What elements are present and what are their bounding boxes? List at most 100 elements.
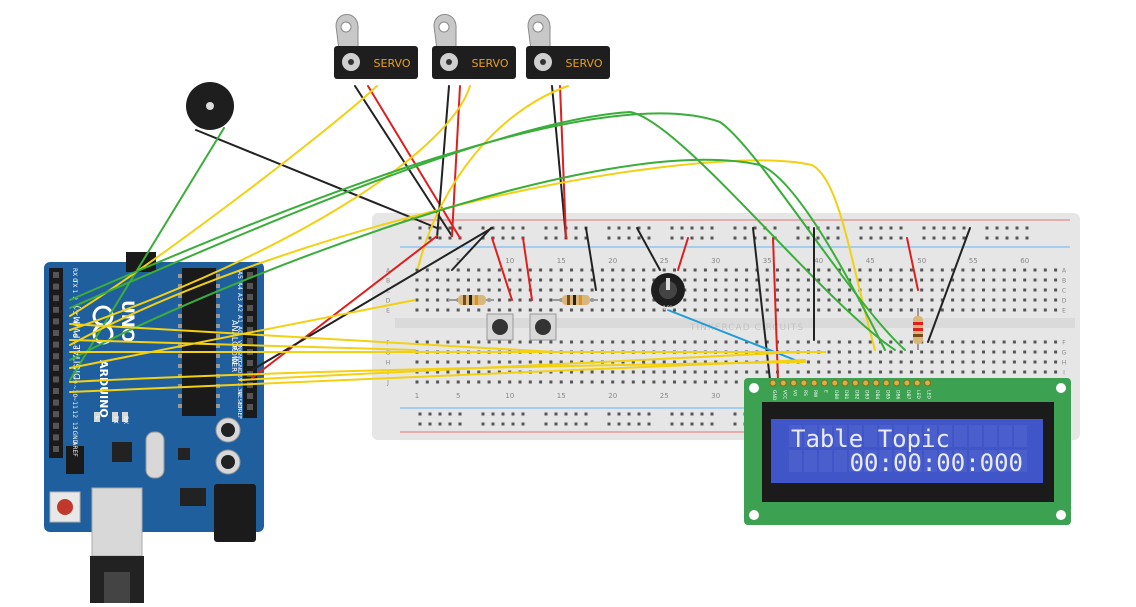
breadboard-hole[interactable] bbox=[425, 268, 429, 272]
breadboard-hole[interactable] bbox=[415, 380, 419, 384]
lcd-pin[interactable] bbox=[851, 379, 859, 387]
rail-hole[interactable] bbox=[962, 236, 966, 240]
breadboard-hole[interactable] bbox=[776, 298, 779, 302]
rail-hole[interactable] bbox=[985, 236, 989, 240]
rail-hole[interactable] bbox=[617, 226, 621, 230]
rail-hole[interactable] bbox=[521, 422, 525, 426]
resistor-2[interactable] bbox=[552, 295, 598, 305]
breadboard-hole[interactable] bbox=[920, 370, 924, 374]
breadboard-hole[interactable] bbox=[930, 278, 934, 282]
breadboard-hole[interactable] bbox=[1012, 308, 1016, 312]
breadboard-hole[interactable] bbox=[518, 308, 522, 312]
rail-hole[interactable] bbox=[690, 422, 694, 426]
breadboard-hole[interactable] bbox=[817, 308, 821, 312]
rail-hole[interactable] bbox=[438, 422, 442, 426]
rail-hole[interactable] bbox=[564, 412, 568, 416]
breadboard-hole[interactable] bbox=[971, 350, 975, 354]
breadboard-hole[interactable] bbox=[1012, 360, 1016, 364]
breadboard-hole[interactable] bbox=[909, 350, 913, 354]
breadboard-hole[interactable] bbox=[683, 340, 687, 344]
rail-hole[interactable] bbox=[690, 226, 694, 230]
breadboard-hole[interactable] bbox=[889, 288, 893, 292]
breadboard-hole[interactable] bbox=[580, 380, 584, 384]
breadboard-hole[interactable] bbox=[765, 298, 769, 302]
breadboard-hole[interactable] bbox=[508, 298, 512, 302]
rail-hole[interactable] bbox=[458, 226, 462, 230]
breadboard-hole[interactable] bbox=[734, 308, 738, 312]
breadboard-hole[interactable] bbox=[456, 278, 460, 282]
digital-pin[interactable] bbox=[53, 318, 59, 325]
breadboard-hole[interactable] bbox=[776, 278, 779, 282]
breadboard-hole[interactable] bbox=[621, 370, 625, 374]
breadboard-hole[interactable] bbox=[487, 288, 491, 292]
rail-hole[interactable] bbox=[680, 422, 684, 426]
breadboard-hole[interactable] bbox=[796, 370, 800, 374]
rail-hole[interactable] bbox=[1005, 236, 1009, 240]
rail-hole[interactable] bbox=[637, 422, 641, 426]
breadboard-hole[interactable] bbox=[889, 350, 893, 354]
rail-hole[interactable] bbox=[481, 226, 485, 230]
breadboard-hole[interactable] bbox=[1012, 350, 1016, 354]
breadboard-hole[interactable] bbox=[456, 288, 460, 292]
breadboard-hole[interactable] bbox=[446, 288, 450, 292]
breadboard-hole[interactable] bbox=[662, 268, 666, 272]
breadboard-hole[interactable] bbox=[642, 298, 646, 302]
rail-hole[interactable] bbox=[922, 226, 926, 230]
rail-hole[interactable] bbox=[584, 412, 588, 416]
breadboard-hole[interactable] bbox=[786, 298, 790, 302]
breadboard-hole[interactable] bbox=[487, 360, 491, 364]
rail-hole[interactable] bbox=[574, 412, 578, 416]
breadboard-hole[interactable] bbox=[982, 350, 985, 354]
breadboard-hole[interactable] bbox=[899, 298, 903, 302]
rail-hole[interactable] bbox=[418, 236, 422, 240]
analog-power-pin[interactable] bbox=[247, 272, 253, 278]
lcd-pin[interactable] bbox=[810, 379, 818, 387]
breadboard-hole[interactable] bbox=[786, 278, 790, 282]
rail-hole[interactable] bbox=[932, 226, 936, 230]
breadboard-hole[interactable] bbox=[539, 380, 543, 384]
breadboard-hole[interactable] bbox=[642, 278, 646, 282]
breadboard-hole[interactable] bbox=[549, 268, 553, 272]
rail-hole[interactable] bbox=[501, 226, 505, 230]
breadboard-hole[interactable] bbox=[879, 308, 882, 312]
breadboard-hole[interactable] bbox=[1023, 350, 1027, 354]
breadboard-hole[interactable] bbox=[456, 360, 460, 364]
breadboard-hole[interactable] bbox=[806, 360, 810, 364]
breadboard-hole[interactable] bbox=[1054, 288, 1058, 292]
breadboard-hole[interactable] bbox=[940, 288, 944, 292]
breadboard-hole[interactable] bbox=[415, 340, 419, 344]
breadboard-hole[interactable] bbox=[1002, 308, 1006, 312]
breadboard-hole[interactable] bbox=[642, 288, 646, 292]
breadboard-hole[interactable] bbox=[477, 380, 481, 384]
breadboard-hole[interactable] bbox=[559, 288, 563, 292]
breadboard-hole[interactable] bbox=[1054, 360, 1058, 364]
breadboard-hole[interactable] bbox=[920, 268, 924, 272]
breadboard-hole[interactable] bbox=[467, 278, 470, 282]
rail-hole[interactable] bbox=[700, 422, 704, 426]
breadboard-hole[interactable] bbox=[992, 308, 996, 312]
rail-hole[interactable] bbox=[670, 236, 674, 240]
breadboard-hole[interactable] bbox=[487, 268, 491, 272]
rail-hole[interactable] bbox=[521, 226, 525, 230]
breadboard-hole[interactable] bbox=[570, 308, 573, 312]
breadboard-hole[interactable] bbox=[837, 360, 841, 364]
breadboard-hole[interactable] bbox=[1043, 298, 1047, 302]
breadboard-hole[interactable] bbox=[879, 360, 882, 364]
breadboard-hole[interactable] bbox=[827, 268, 831, 272]
breadboard-hole[interactable] bbox=[889, 340, 893, 344]
breadboard-hole[interactable] bbox=[827, 360, 831, 364]
breadboard-hole[interactable] bbox=[673, 308, 676, 312]
breadboard-hole[interactable] bbox=[673, 340, 676, 344]
breadboard-hole[interactable] bbox=[1002, 288, 1006, 292]
breadboard-hole[interactable] bbox=[477, 360, 481, 364]
rail-hole[interactable] bbox=[574, 226, 578, 230]
breadboard-hole[interactable] bbox=[714, 278, 718, 282]
breadboard-hole[interactable] bbox=[1033, 268, 1037, 272]
breadboard-hole[interactable] bbox=[765, 278, 769, 282]
breadboard-hole[interactable] bbox=[611, 278, 615, 282]
breadboard-hole[interactable] bbox=[487, 370, 491, 374]
breadboard-hole[interactable] bbox=[868, 288, 872, 292]
digital-pin[interactable] bbox=[53, 434, 59, 441]
breadboard-hole[interactable] bbox=[982, 360, 985, 364]
